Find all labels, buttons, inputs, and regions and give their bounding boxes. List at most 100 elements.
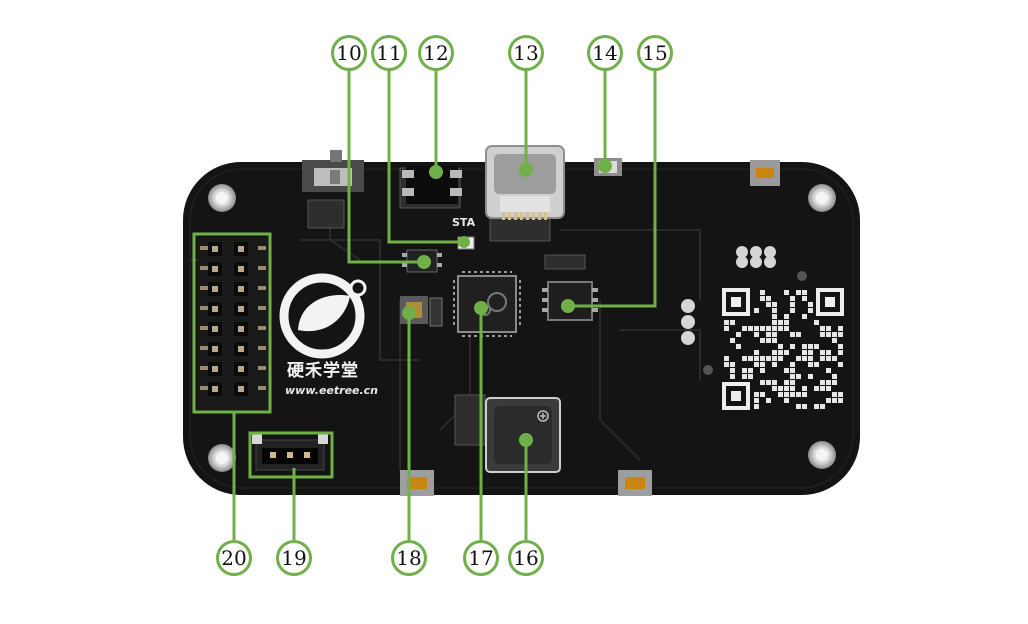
callout-13: 13 (508, 35, 544, 71)
qr-module (772, 332, 777, 337)
header-pad (200, 306, 208, 310)
header-pad (200, 326, 208, 330)
qr-module (766, 380, 771, 385)
qr-module (772, 308, 777, 313)
qr-module (790, 332, 795, 337)
mounting-holes (208, 184, 836, 472)
qr-module (772, 356, 777, 361)
header-pin-tip (238, 366, 244, 372)
qr-module (748, 326, 753, 331)
qr-module (820, 350, 825, 355)
callout-16: 16 (508, 540, 544, 576)
qr-module (778, 386, 783, 391)
callout-11: 11 (371, 35, 407, 71)
header-pad (200, 346, 208, 350)
qr-module (742, 326, 747, 331)
slide-switch (302, 150, 364, 192)
qr-module (826, 356, 831, 361)
qr-module (832, 332, 837, 337)
qr-module (754, 326, 759, 331)
header-pad (258, 266, 266, 270)
qr-module (778, 392, 783, 397)
qr-module (784, 392, 789, 397)
qr-module (796, 374, 801, 379)
header-pin-tip (238, 306, 244, 312)
qr-module (838, 398, 843, 403)
qr-module (730, 338, 735, 343)
qr-module (784, 368, 789, 373)
qr-module (808, 356, 813, 361)
header-pad (258, 286, 266, 290)
eetree-logo (279, 273, 367, 359)
callout-12: 12 (418, 35, 454, 71)
qr-module (754, 362, 759, 367)
qr-module (754, 392, 759, 397)
qr-module (802, 344, 807, 349)
qr-module (820, 356, 825, 361)
leader-dots (402, 159, 612, 447)
qr-module (760, 296, 765, 301)
qr-module (766, 296, 771, 301)
qr-module (742, 368, 747, 373)
qr-module (724, 362, 729, 367)
header-pin-tip (212, 366, 218, 372)
qr-module (796, 332, 801, 337)
connector-19 (252, 434, 328, 471)
qr-module (832, 392, 837, 397)
qr-module (796, 290, 801, 295)
qr-module (802, 404, 807, 409)
header-pad (258, 386, 266, 390)
header-pin-tip (238, 266, 244, 272)
qr-module (784, 386, 789, 391)
header-pin-tip (212, 286, 218, 292)
header-pad (200, 246, 208, 250)
qr-module (790, 392, 795, 397)
callout-20: 20 (216, 540, 252, 576)
qr-module (778, 344, 783, 349)
qr-code (722, 288, 844, 410)
qr-module (790, 374, 795, 379)
qr-module (790, 380, 795, 385)
qr-module (826, 350, 831, 355)
qr-module (802, 314, 807, 319)
qr-module (838, 326, 843, 331)
header-pad (258, 366, 266, 370)
header-pad (258, 246, 266, 250)
qr-module (766, 332, 771, 337)
leader-lines (232, 68, 657, 540)
qr-module (724, 320, 729, 325)
qr-module (838, 350, 843, 355)
qr-module (784, 398, 789, 403)
qr-module (796, 392, 801, 397)
qr-module (736, 344, 741, 349)
qr-module (826, 386, 831, 391)
qr-module (796, 356, 801, 361)
qr-module (790, 368, 795, 373)
qr-module (790, 296, 795, 301)
qr-module (820, 380, 825, 385)
logo-text: 硬禾学堂 (287, 361, 359, 381)
header-pin-tip (238, 246, 244, 252)
qr-module (766, 302, 771, 307)
qr-module (754, 398, 759, 403)
qr-module (802, 296, 807, 301)
qr-module (808, 308, 813, 313)
qr-module (730, 362, 735, 367)
qr-module (760, 380, 765, 385)
qr-module (772, 386, 777, 391)
qr-module (772, 326, 777, 331)
qr-module (838, 392, 843, 397)
header-pad (200, 286, 208, 290)
qr-module (814, 404, 819, 409)
callout-19: 19 (276, 540, 312, 576)
qr-module (814, 320, 819, 325)
qr-module (832, 356, 837, 361)
header-pin-tip (212, 326, 218, 332)
qr-module (784, 290, 789, 295)
qr-module (784, 350, 789, 355)
mcu-chip (453, 271, 521, 337)
qr-module (778, 350, 783, 355)
top-right-button (750, 160, 780, 186)
qr-module (724, 356, 729, 361)
